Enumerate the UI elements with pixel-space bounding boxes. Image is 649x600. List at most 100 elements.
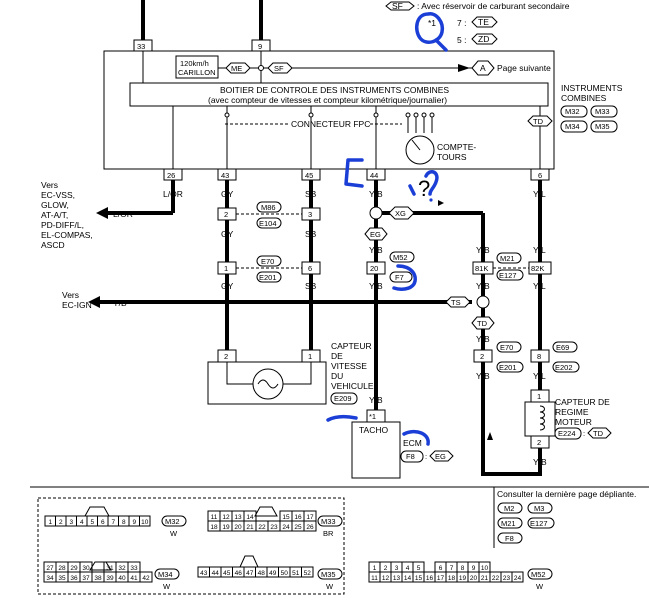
pin-9: 9 bbox=[258, 42, 262, 51]
left-list-2: AT-A/T, bbox=[41, 210, 68, 220]
wire-label-sb-3: SB bbox=[305, 281, 317, 291]
ecm-box bbox=[351, 421, 401, 479]
ign-vers: Vers bbox=[62, 290, 79, 300]
connector-pin-number: 21 bbox=[246, 524, 254, 531]
wire-label-gy-1: GY bbox=[221, 189, 234, 199]
pen-bracket-44 bbox=[344, 158, 364, 188]
connector-pin-number: 13 bbox=[234, 514, 242, 521]
conn-m35: M35 bbox=[595, 122, 610, 131]
connector-pin-number: 29 bbox=[70, 565, 78, 572]
td-tag-shape bbox=[527, 115, 553, 127]
eng-pin-2: 2 bbox=[537, 438, 541, 447]
conn-e201-shape bbox=[256, 271, 282, 283]
xg-tag: XG bbox=[395, 209, 406, 218]
connector-pin-number: 28 bbox=[58, 565, 66, 572]
connector-pin-number: 8 bbox=[461, 565, 465, 572]
connector-pin-number: 36 bbox=[70, 575, 78, 582]
pin-sb-3: 3 bbox=[308, 210, 312, 219]
sensor-lead-left bbox=[226, 362, 253, 385]
conn-m86: M86 bbox=[261, 203, 276, 212]
connector-pin-number: 42 bbox=[142, 575, 150, 582]
eg-tag-shape bbox=[364, 227, 388, 241]
conn-e104: E104 bbox=[259, 219, 277, 228]
sensor-label-3: VITESSE bbox=[331, 361, 367, 371]
m32-label-shape bbox=[161, 515, 187, 527]
m33-key-icon bbox=[254, 506, 278, 517]
connector-pin-number: 1 bbox=[48, 519, 52, 526]
connector-pin-number: 7 bbox=[450, 565, 454, 572]
connector-pin-number: 44 bbox=[212, 570, 220, 577]
pin-sb-6: 6 bbox=[308, 264, 312, 273]
conn-e69-shape bbox=[552, 341, 578, 353]
tach-label-2: TOURS bbox=[437, 152, 467, 162]
conn-m86-shape bbox=[256, 201, 282, 213]
m34-color: W bbox=[163, 582, 171, 591]
connector-pin-cell bbox=[303, 520, 317, 532]
ecm-colon: : bbox=[425, 452, 427, 461]
connector-pin-cell bbox=[511, 571, 524, 583]
footer-c5-shape bbox=[497, 532, 523, 544]
wire-yb-loop bbox=[481, 362, 542, 476]
connector-pin-number: 37 bbox=[82, 575, 90, 582]
carillon-line-2: CARILLON bbox=[178, 68, 216, 77]
page-tag-shape bbox=[471, 60, 495, 76]
connector-pin-number: 21 bbox=[481, 575, 489, 582]
conn-e127: E127 bbox=[499, 271, 517, 280]
m33-label: M33 bbox=[321, 517, 336, 526]
conn-e70-shape bbox=[256, 255, 282, 267]
footer-c3: M21 bbox=[501, 519, 516, 528]
unit-title-2: (avec compteur de vitesses et compteur k… bbox=[208, 95, 447, 105]
wire-label-yb-1: Y/B bbox=[369, 189, 383, 199]
sf-tag-shape bbox=[385, 1, 415, 11]
wire-label-gy-3: GY bbox=[221, 281, 234, 291]
connector-pin-number: 3 bbox=[395, 565, 399, 572]
sensor-conn: E209 bbox=[334, 394, 352, 403]
left-list-1: GLOW, bbox=[41, 200, 69, 210]
unit-name-1: INSTRUMENTS bbox=[561, 83, 623, 93]
footer-note: Consulter la dernière page dépliante. bbox=[497, 489, 636, 499]
conn-e202: E202 bbox=[555, 363, 573, 372]
conn-e201b: E201 bbox=[499, 363, 517, 372]
connector-pin-number: 3 bbox=[69, 519, 73, 526]
connector-pin-number: 5 bbox=[90, 519, 94, 526]
m52-color: W bbox=[536, 582, 544, 591]
connector-pin-number: 7 bbox=[111, 519, 115, 526]
eng-label-3: MOTEUR bbox=[555, 417, 592, 427]
connector-pin-number: 20 bbox=[470, 575, 478, 582]
speed-sensor-box bbox=[207, 361, 327, 405]
connector-pin-number: 35 bbox=[58, 575, 66, 582]
carillon-box bbox=[175, 55, 219, 79]
arrow-right bbox=[458, 64, 470, 72]
conn-e70b: E70 bbox=[500, 343, 513, 352]
connector-pin-number: 32 bbox=[118, 565, 126, 572]
connector-pin-number: 43 bbox=[200, 570, 208, 577]
sensor-pin-1: 1 bbox=[308, 352, 312, 361]
connector-pin-number: 12 bbox=[382, 575, 390, 582]
connector-pin-number: 15 bbox=[282, 514, 290, 521]
sensor-lead-right bbox=[283, 362, 312, 385]
zd-tag-shape bbox=[471, 33, 498, 45]
pen-question-tick bbox=[408, 184, 416, 196]
connector-pin-number: 15 bbox=[415, 575, 423, 582]
connector-pin-number: 23 bbox=[503, 575, 511, 582]
pen-bracket-f7 bbox=[392, 264, 417, 291]
connector-pin-number: 14 bbox=[404, 575, 412, 582]
pin-43: 43 bbox=[221, 171, 229, 180]
sf-tag-shape-2 bbox=[267, 62, 293, 74]
connector-pin-number: 2 bbox=[384, 565, 388, 572]
connector-pin-number: 6 bbox=[439, 565, 443, 572]
wire-label-yb-3: Y/B bbox=[369, 281, 383, 291]
arrow-up bbox=[487, 432, 493, 440]
connector-pin-number: 2 bbox=[59, 519, 63, 526]
instrument-cluster-unit: 120km/h CARILLON ME SF A Page suivante B… bbox=[103, 50, 555, 170]
left-list-3: PD-DIFF/L, bbox=[41, 220, 84, 230]
pin-44: 44 bbox=[370, 171, 378, 180]
left-list-5: ASCD bbox=[41, 240, 65, 250]
connector-pin-number: 45 bbox=[223, 570, 231, 577]
ecm-tag-shape bbox=[429, 450, 454, 462]
connector-pin-number: 19 bbox=[459, 575, 467, 582]
pin-gy-1: 1 bbox=[224, 264, 228, 273]
splice-center bbox=[369, 206, 383, 220]
internal-taps bbox=[172, 106, 435, 169]
